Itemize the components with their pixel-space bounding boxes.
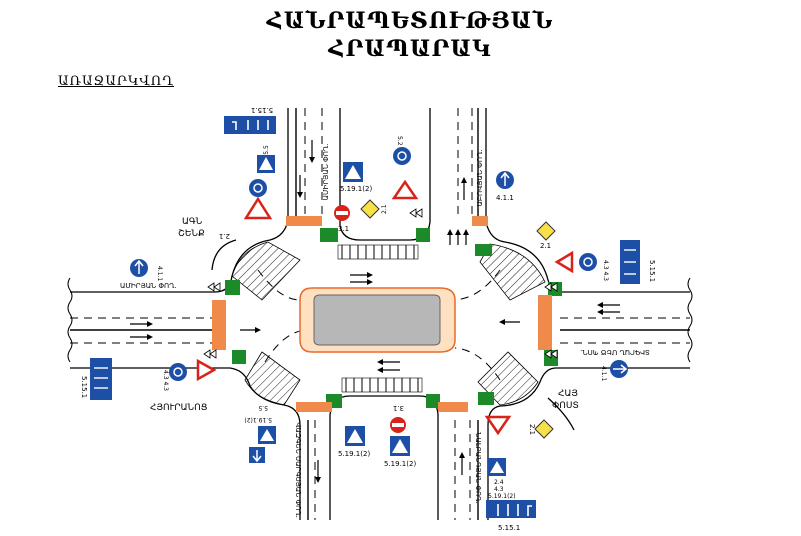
priority-road-sign-icon (360, 199, 380, 219)
sign-code-5191-sw: 5.19.1(2) (244, 416, 272, 423)
sign-code-5151-e: 5.15.1 (648, 260, 656, 282)
building-label-nw-1: ԱԳՆ (182, 217, 203, 227)
sign-code-21-se: 2.1 (528, 424, 536, 435)
priority-road-sign-icon-ne (536, 221, 556, 241)
sign-code-4343-e: 4.3 4.3 (602, 260, 609, 281)
lane-direction-sign-w (90, 358, 112, 400)
sign-code-5151-se: 5.15.1 (498, 524, 520, 532)
sign-code-5191-s2: 5.19.1(2) (384, 460, 416, 468)
sign-code-43-se: 4.3 (494, 486, 504, 493)
pedestrian-crossing-sign-icon (257, 155, 275, 173)
sign-code-411-ne: 4.1.1 (496, 194, 514, 202)
yield-triangle-sign-icon (243, 196, 273, 220)
street-label-south-east: ՆԱԼԲԱՆԴՅԱՆ ՓՈՂ. (474, 432, 482, 503)
page-title-line2: ՀՐԱՊԱՐԱԿ (328, 36, 492, 62)
straight-ahead-sign-icon (496, 171, 514, 189)
lane-direction-sign-se (486, 500, 536, 518)
sign-code-21-ne: 2.1 (540, 242, 551, 250)
building-label-se-2: ՓՈՍՏ (552, 401, 579, 411)
street-label-east: ՏԻԳՐԱՆ ՄԵԾ ՊՈՂ. (580, 348, 650, 356)
sign-code-52-n: 5.2 (396, 136, 403, 146)
sign-code-21-n: 2.1 (381, 204, 388, 214)
pedestrian-crossing-sign-icon-s2 (390, 436, 410, 456)
sign-code-5191-n: 5.19.1(2) (340, 185, 372, 193)
pedestrian-crossing-sign-icon-n (343, 162, 363, 182)
central-island (299, 287, 456, 353)
roundabout-sign-icon-n (393, 147, 411, 165)
yield-triangle-sign-icon-n (391, 179, 419, 200)
hatched-areas (231, 241, 546, 406)
roundabout-sign-icon-e (579, 253, 597, 271)
building-label-sw: ՀՅՈՒՐԱՆՈՑ (150, 403, 208, 413)
sign-code-21-nw: 2.1 (219, 232, 230, 240)
building-label-se-1: ՀԱՅ (558, 389, 578, 399)
straight-ahead-sign-icon-w (130, 259, 148, 277)
yield-triangle-sign-icon-e (554, 250, 574, 274)
road-cut-edges (67, 277, 693, 363)
lane-direction-sign-nw (224, 116, 276, 134)
no-entry-sign-icon (334, 205, 350, 221)
roundabout-sign-icon-sw (169, 363, 187, 381)
building-edges (211, 239, 575, 431)
lane-arrows (130, 140, 620, 483)
crosswalks (212, 216, 552, 412)
straight-ahead-sign-icon-e (610, 360, 628, 378)
page-title: ՀԱՆՐԱՊԵՏՈՒԹՅԱՆ (266, 8, 554, 34)
sign-code-5151-nw: 5.15.1 (251, 106, 273, 114)
sign-code-4343-sw: 4.3 4.3 (162, 370, 169, 391)
sign-code-55-nw: 5.5 (263, 145, 270, 155)
sign-code-5191-se: 5.19.1(2) (488, 493, 516, 500)
sign-code-31-n: 3.1 (338, 225, 349, 233)
priority-road-sign-icon-se (534, 419, 554, 439)
traffic-light-icon (203, 208, 558, 359)
street-label-north: ԱՄԻՐՅԱՆ ՓՈՂ. (322, 144, 330, 201)
straight-down-sign-icon (249, 447, 265, 463)
lane-direction-sign-e (620, 240, 640, 284)
proposed-label: ԱՌԱՋԱՐԿՎՈՂ (58, 74, 175, 89)
sign-code-55-sw: 5.5 (258, 404, 268, 411)
sign-code-5151-w: 5.15.1 (80, 376, 88, 398)
roundabout-sign-icon (249, 179, 267, 197)
sign-code-411-e: 4.1.1 (600, 366, 607, 381)
pedestrian-crossing-sign-icon-se (488, 458, 506, 476)
pedestrian-crossing-sign-icon-s (345, 426, 365, 446)
yield-triangle-sign-icon-sw (196, 358, 217, 382)
sign-code-411-w: 4.1.1 (156, 266, 163, 281)
yield-triangle-sign-icon-se (484, 415, 512, 436)
street-label-north-east: ԱԲՈՎՅԱՆ ՓՈՂ. (476, 150, 484, 207)
solid-dividers (70, 108, 690, 520)
no-entry-sign-icon-s (390, 417, 406, 433)
street-label-west: ԱՄԻՐՅԱՆ ՓՈՂ. (120, 282, 177, 290)
sign-code-31-s: 3.1 (393, 404, 404, 412)
building-label-nw-2: ՇԵՆՔ (178, 229, 205, 239)
street-label-south-west: ՎԱԶԳԵՆ ՍԱՐԳՍՅԱՆ ՓՈՂ. (294, 422, 302, 518)
sign-code-24-se: 2.4 (494, 479, 504, 486)
sign-code-5191-s1: 5.19.1(2) (338, 450, 370, 458)
pedestrian-crossing-sign-icon-sw (258, 426, 276, 444)
